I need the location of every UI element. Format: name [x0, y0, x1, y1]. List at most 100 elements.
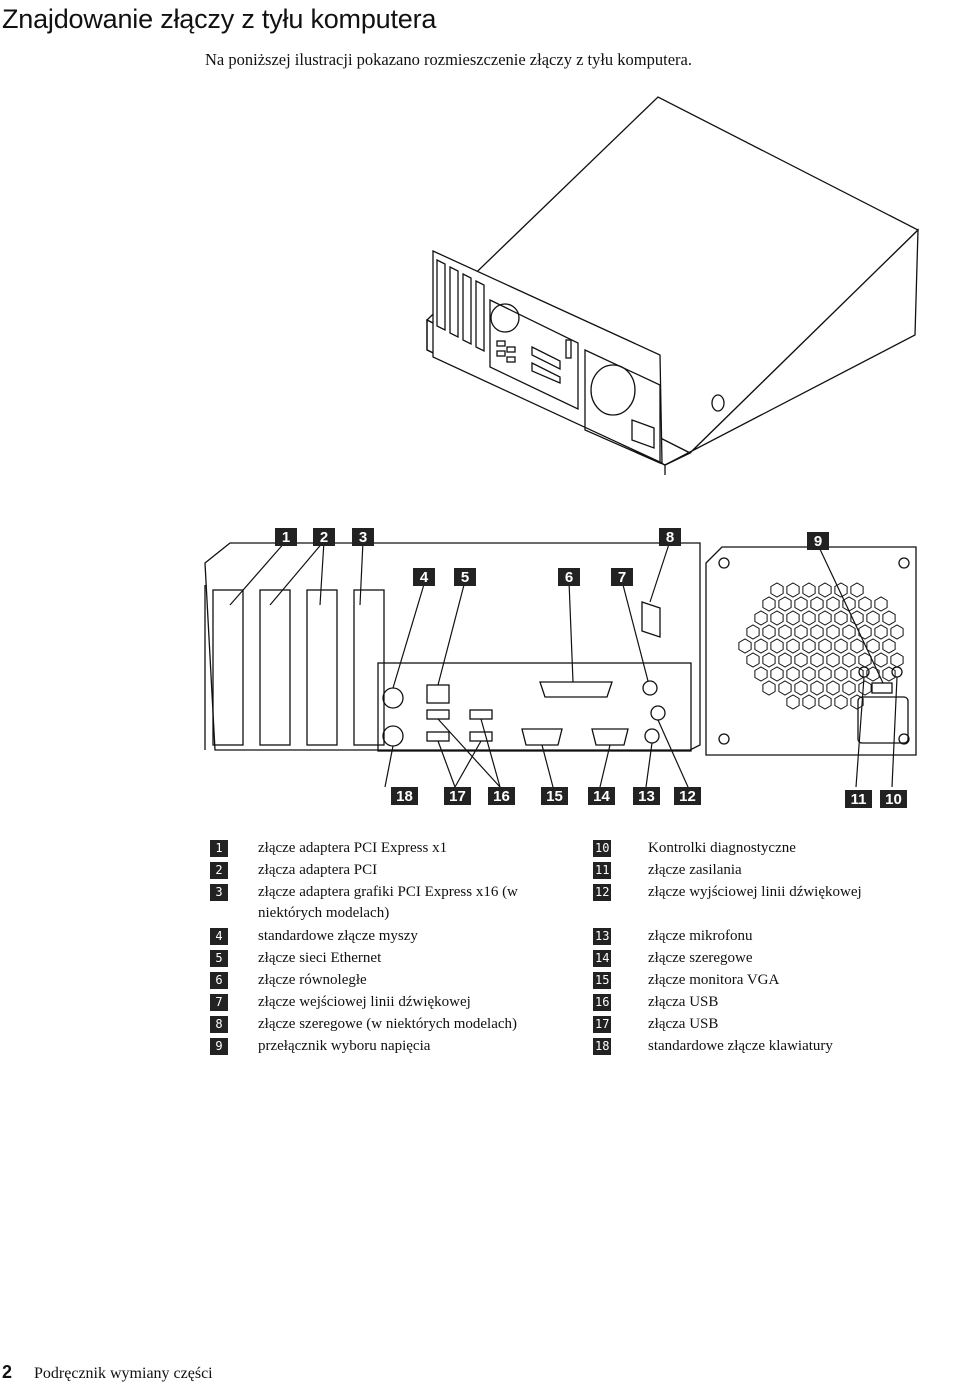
- line-out-jack: [650, 705, 666, 721]
- fan-grille: [738, 582, 904, 710]
- grille-hole: [802, 582, 816, 598]
- grille-hole: [818, 638, 832, 654]
- usb-port-b: [426, 731, 450, 742]
- callout-box: [454, 568, 476, 586]
- intro-text: Na poniższej ilustracji pokazano rozmies…: [205, 50, 692, 69]
- callout-box: [391, 787, 418, 805]
- legend-number: 1: [210, 840, 228, 857]
- legend-text: złącze szeregowe: [648, 950, 753, 966]
- legend-number: 18: [593, 1038, 611, 1055]
- grille-hole: [858, 680, 872, 696]
- legend-text: złącze monitora VGA: [648, 972, 780, 988]
- grille-hole: [850, 666, 864, 682]
- grille-hole: [802, 638, 816, 654]
- callout-number: 18: [396, 788, 413, 805]
- line-in-jack: [642, 680, 658, 696]
- callout-box: [807, 532, 829, 550]
- rear-panel-outline: [204, 542, 701, 751]
- grille-hole: [826, 596, 840, 612]
- mic-jack: [644, 728, 660, 744]
- grille-hole: [818, 582, 832, 598]
- callout-number: 4: [420, 569, 429, 586]
- grille-hole: [802, 694, 816, 710]
- callout-number: 17: [449, 788, 466, 805]
- grille-hole: [818, 666, 832, 682]
- grille-hole: [890, 652, 904, 668]
- callout-number: 14: [593, 788, 610, 805]
- grille-hole: [762, 680, 776, 696]
- callout-box: [541, 787, 568, 805]
- keyboard-port: [382, 725, 404, 747]
- legend-number: 12: [593, 884, 611, 901]
- grille-hole: [794, 624, 808, 640]
- grille-hole: [826, 652, 840, 668]
- legend-number: 15: [593, 972, 611, 989]
- footer-text: Podręcznik wymiany części: [34, 1365, 213, 1382]
- page-number: 2: [2, 1362, 13, 1382]
- grille-hole: [746, 624, 760, 640]
- grille-hole: [762, 624, 776, 640]
- grille-hole: [786, 582, 800, 598]
- grille-hole: [850, 582, 864, 598]
- grille-hole: [858, 596, 872, 612]
- callout-box: [444, 787, 471, 805]
- usb-port-a: [426, 709, 450, 720]
- grille-hole: [770, 582, 784, 598]
- grille-hole: [770, 638, 784, 654]
- grille-hole: [754, 610, 768, 626]
- callout-number: 16: [493, 788, 510, 805]
- legend-number: 10: [593, 840, 611, 857]
- vga-port: [521, 728, 563, 746]
- legend-text: złącze wyjściowej linii dźwiękowej: [648, 884, 862, 900]
- legend-text: złącze wejściowej linii dźwiękowej: [258, 994, 471, 1010]
- grille-hole: [794, 596, 808, 612]
- case-side-face: [664, 228, 919, 466]
- legend-text: Kontrolki diagnostyczne: [648, 840, 796, 856]
- grille-hole: [802, 666, 816, 682]
- callout-box: [611, 568, 633, 586]
- callout-number: 15: [546, 788, 563, 805]
- legend-text: złącze równoległe: [258, 972, 367, 988]
- legend-item: 12 złącze wyjściowej linii dźwiękowej: [593, 882, 913, 903]
- grille-hole: [858, 624, 872, 640]
- grille-hole: [866, 610, 880, 626]
- callout-box: [275, 528, 297, 546]
- callout-box: [352, 528, 374, 546]
- grille-hole: [778, 652, 792, 668]
- grille-hole: [778, 680, 792, 696]
- legend-text: złącze szeregowe (w niektórych modelach): [258, 1016, 518, 1032]
- case-top-face: [425, 96, 920, 454]
- grille-hole: [866, 666, 880, 682]
- legend-text: złącza adaptera PCI: [258, 862, 378, 878]
- callout-number: 10: [885, 791, 902, 808]
- legend-number: 9: [210, 1038, 228, 1055]
- parallel-port: [539, 681, 613, 698]
- grille-hole: [842, 596, 856, 612]
- callout-number: 5: [461, 569, 469, 586]
- psu-panel: [705, 546, 917, 756]
- mouse-port: [382, 687, 404, 709]
- footer: 2 Podręcznik wymiany części: [2, 1362, 213, 1383]
- callout-box: [488, 787, 515, 805]
- grille-hole: [802, 610, 816, 626]
- grille-hole: [882, 666, 896, 682]
- callout-box: [588, 787, 615, 805]
- grille-hole: [786, 694, 800, 710]
- legend-text: złącze zasilania: [648, 862, 742, 878]
- ethernet-port: [426, 684, 450, 704]
- legend-number: 6: [210, 972, 228, 989]
- grille-hole: [842, 624, 856, 640]
- grille-hole: [874, 596, 888, 612]
- grille-hole: [826, 680, 840, 696]
- legend-number: 14: [593, 950, 611, 967]
- grille-hole: [834, 582, 848, 598]
